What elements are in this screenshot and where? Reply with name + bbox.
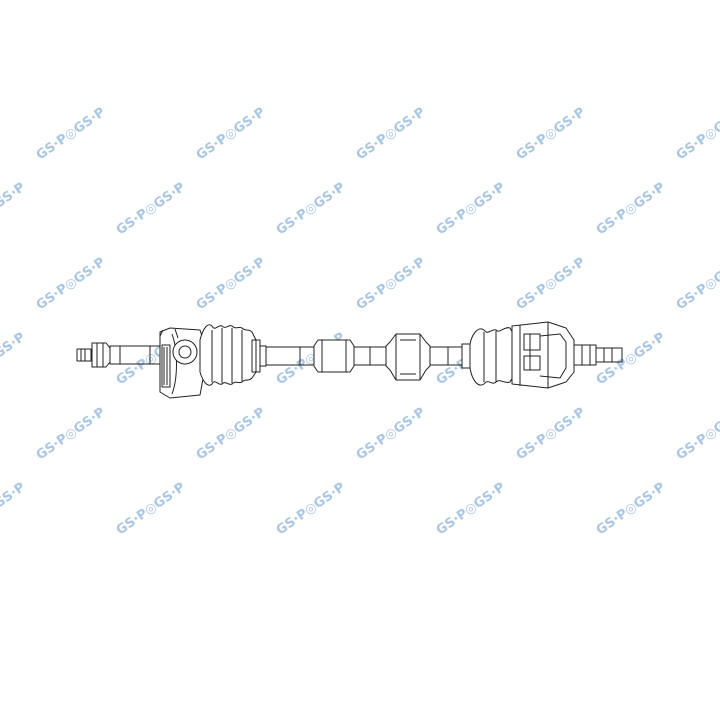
watermark-text: GS·P◎GS·P [674,105,720,163]
damper [313,339,355,373]
watermark-text: GS·P◎GS·P [594,330,668,388]
center-bearing [385,333,431,381]
watermark-text: GS·P◎GS·P [594,180,668,238]
watermark-text: GS·P◎GS·P [354,405,428,463]
watermark-text: GS·P◎GS·P [274,180,348,238]
watermark-text: GS·P◎GS·P [194,255,268,313]
watermark-text: GS·P◎GS·P [514,405,588,463]
watermark-text: GS·P◎GS·P [0,180,28,238]
watermark-text: GS·P◎GS·P [0,330,28,388]
watermark-text: GS·P◎GS·P [674,255,720,313]
watermark-text: GS·P◎GS·P [434,180,508,238]
abs-ring [161,344,171,388]
drive-shaft [76,321,623,399]
outer-cv-joint [159,327,206,399]
tripod-roller [523,333,541,351]
watermark-text: GS·P◎GS·P [354,105,428,163]
watermark-text: GS·P◎GS·P [194,105,268,163]
watermark-text: GS·P◎GS·P [354,255,428,313]
watermark-text: GS·P◎GS·P [114,180,188,238]
right-stub [573,344,623,366]
watermark-text: GS·P◎GS·P [674,405,720,463]
watermark-text: GS·P◎GS·P [34,405,108,463]
watermark-text: GS·P◎GS·P [114,480,188,538]
watermark-text: GS·P◎GS·P [594,480,668,538]
inner-cv-joint [511,321,575,389]
watermark-text: GS·P◎GS·P [274,480,348,538]
watermark-text: GS·P◎GS·P [34,105,108,163]
main-shaft [266,333,462,381]
inner-boot [461,327,515,386]
watermark-text: GS·P◎GS·P [514,255,588,313]
hex-nut [91,342,111,368]
watermark-text: GS·P◎GS·P [194,405,268,463]
watermark-text: GS·P◎GS·P [0,480,28,538]
watermark-text: GS·P◎GS·P [514,105,588,163]
left-stub [76,342,161,368]
watermark-text: GS·P◎GS·P [34,255,108,313]
outer-boot [199,324,267,386]
watermark-text: GS·P◎GS·P [434,480,508,538]
